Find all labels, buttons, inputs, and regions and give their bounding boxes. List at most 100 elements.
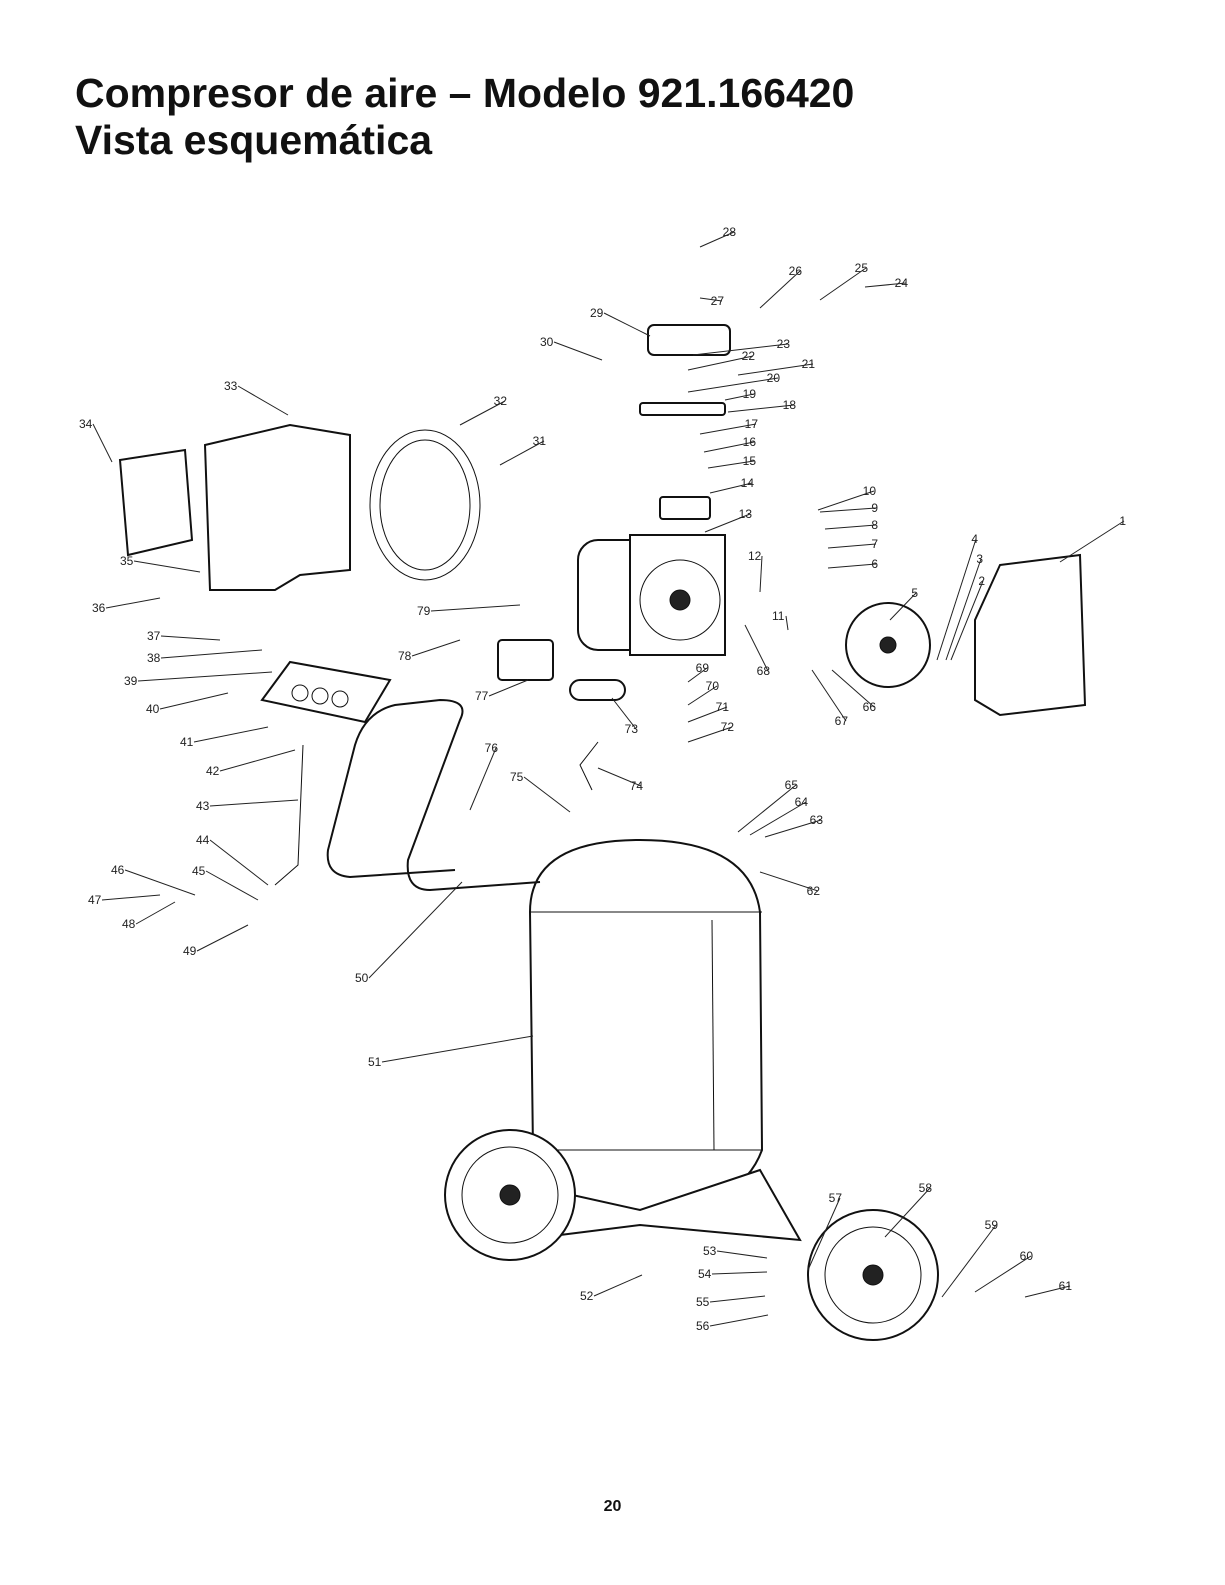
right-wheel	[808, 1210, 938, 1340]
part-label-33: 33	[224, 379, 238, 393]
part-label-48: 48	[122, 917, 136, 931]
leader-line-47	[102, 895, 160, 900]
part-label-73: 73	[625, 722, 639, 736]
part-label-67: 67	[835, 714, 849, 728]
leader-line-30	[554, 342, 602, 360]
part-label-19: 19	[743, 387, 757, 401]
leader-line-29	[604, 313, 650, 336]
part-label-28: 28	[723, 225, 737, 239]
part-label-77: 77	[475, 689, 489, 703]
leader-line-76	[470, 748, 496, 810]
leader-line-50	[369, 882, 462, 978]
part-label-63: 63	[810, 813, 824, 827]
part-label-39: 39	[124, 674, 138, 688]
part-label-52: 52	[580, 1289, 594, 1303]
part-label-22: 22	[742, 349, 756, 363]
leader-line-43	[210, 800, 298, 806]
leader-line-48	[136, 902, 175, 924]
part-label-66: 66	[863, 700, 877, 714]
leader-line-34	[93, 424, 112, 462]
leader-line-9	[820, 508, 876, 512]
leader-line-39	[138, 672, 272, 681]
leader-line-1	[1060, 521, 1124, 562]
part-label-51: 51	[368, 1055, 382, 1069]
part-label-15: 15	[743, 454, 757, 468]
part-label-9: 9	[871, 501, 878, 515]
leader-line-53	[717, 1251, 767, 1258]
part-label-4: 4	[971, 532, 978, 546]
part-label-29: 29	[590, 306, 604, 320]
part-label-54: 54	[698, 1267, 712, 1281]
pressure-switch	[498, 640, 553, 680]
part-label-59: 59	[985, 1218, 999, 1232]
leader-line-49	[197, 925, 248, 951]
part-label-20: 20	[767, 371, 781, 385]
part-label-42: 42	[206, 764, 220, 778]
part-label-64: 64	[795, 795, 809, 809]
part-label-35: 35	[120, 554, 134, 568]
back-plate	[120, 450, 192, 555]
part-label-14: 14	[741, 476, 755, 490]
part-label-68: 68	[757, 664, 771, 678]
leader-line-6	[828, 564, 876, 568]
leader-line-20	[688, 378, 778, 392]
shroud	[205, 425, 350, 590]
part-label-12: 12	[748, 549, 762, 563]
leader-line-38	[161, 650, 262, 658]
part-label-3: 3	[976, 552, 983, 566]
part-label-5: 5	[911, 586, 918, 600]
part-label-41: 41	[180, 735, 194, 749]
part-label-47: 47	[88, 893, 102, 907]
leader-line-42	[220, 750, 295, 771]
part-label-21: 21	[802, 357, 816, 371]
part-label-55: 55	[696, 1295, 710, 1309]
leader-line-7	[828, 544, 876, 548]
leader-line-33	[238, 386, 288, 415]
part-label-8: 8	[871, 518, 878, 532]
part-label-31: 31	[533, 434, 547, 448]
leader-line-36	[106, 598, 160, 608]
part-label-46: 46	[111, 863, 125, 877]
part-label-16: 16	[743, 435, 757, 449]
left-wheel	[445, 1130, 575, 1260]
part-label-32: 32	[494, 394, 508, 408]
gauge-panel	[262, 662, 390, 722]
part-label-56: 56	[696, 1319, 710, 1333]
leader-line-8	[825, 525, 876, 529]
part-label-58: 58	[919, 1181, 933, 1195]
part-label-18: 18	[783, 398, 797, 412]
leader-line-46	[125, 870, 195, 895]
part-label-50: 50	[355, 971, 369, 985]
part-label-34: 34	[79, 417, 93, 431]
air-tank	[530, 840, 762, 1210]
part-label-40: 40	[146, 702, 160, 716]
part-label-57: 57	[829, 1191, 843, 1205]
part-label-61: 61	[1059, 1279, 1073, 1293]
part-label-30: 30	[540, 335, 554, 349]
part-label-69: 69	[696, 661, 710, 675]
part-label-38: 38	[147, 651, 161, 665]
leader-line-35	[134, 561, 200, 572]
part-label-27: 27	[711, 294, 725, 308]
fan	[846, 603, 930, 687]
part-label-70: 70	[706, 679, 720, 693]
leader-line-54	[712, 1272, 767, 1274]
part-label-24: 24	[895, 276, 909, 290]
part-label-1: 1	[1119, 514, 1126, 528]
page-number: 20	[0, 1498, 1225, 1516]
leader-line-45	[206, 871, 258, 900]
part-label-6: 6	[871, 557, 878, 571]
part-label-72: 72	[721, 720, 735, 734]
leader-line-77	[489, 680, 528, 696]
part-label-53: 53	[703, 1244, 717, 1258]
part-label-13: 13	[739, 507, 753, 521]
leader-line-56	[710, 1315, 768, 1326]
part-label-37: 37	[147, 629, 161, 643]
part-label-17: 17	[745, 417, 759, 431]
part-label-49: 49	[183, 944, 197, 958]
leader-line-78	[412, 640, 460, 656]
leader-line-4	[937, 539, 976, 660]
part-label-23: 23	[777, 337, 791, 351]
leader-line-41	[194, 727, 268, 742]
